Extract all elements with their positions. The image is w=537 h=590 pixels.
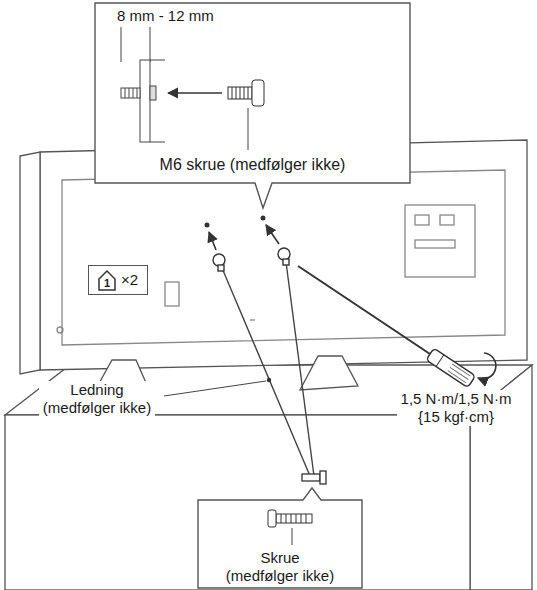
callout-shape [95, 3, 410, 208]
label-holder: Ledning (medfølger ikke) [39, 381, 155, 417]
dimension-text: 8 mm - 12 mm [117, 7, 214, 25]
arrow [209, 225, 279, 250]
symbol-box: ×2 1 [88, 265, 148, 295]
callout-shape [198, 488, 362, 588]
part-label: Skrue (medfølger ikke) [224, 549, 336, 585]
ring-terminal [213, 248, 290, 271]
part-label: M6 skrue (medfølger ikke) [160, 155, 346, 174]
screwdriver [298, 266, 496, 388]
callout-number: 1 [104, 276, 110, 291]
label-holder: 1,5 N·m/1,5 N·m {15 kgf·cm} [397, 390, 515, 426]
house-outline-path [99, 271, 115, 290]
callout-box: 8 mm - 12 mm M6 skrue (medfølger ikke) [95, 3, 410, 183]
leader-line [164, 378, 271, 396]
table-screw [302, 471, 326, 484]
cabinet [5, 365, 532, 590]
wire [222, 262, 314, 476]
screw-hole [205, 216, 266, 228]
quantity-text: ×2 [121, 271, 138, 289]
callout-box: Skrue (medfølger ikke) [198, 500, 362, 588]
house-icon: 1 [97, 269, 117, 291]
torque-value: 1,5 N·m/1,5 N·m {15 kgf·cm} [397, 390, 515, 426]
part-label: Ledning (medfølger ikke) [39, 381, 155, 417]
